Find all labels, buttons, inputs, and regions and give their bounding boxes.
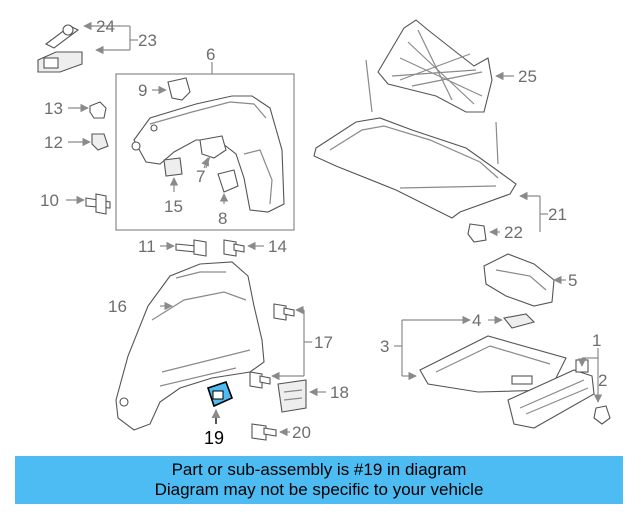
banner-line-1: Part or sub-assembly is #19 in diagram [171,460,467,479]
part-6-pillar-trim [131,95,285,213]
part-24-clip [44,24,80,49]
callout-21: 21 [548,205,567,224]
group-6-box [115,73,295,231]
part-17-bolt-upper [273,303,295,321]
callout-25: 25 [518,67,537,86]
callout-13: 13 [44,99,63,118]
callout-19: 19 [204,428,224,448]
callout-11: 11 [138,237,156,256]
callout-23: 23 [138,31,157,50]
part-20-bolt [251,423,277,441]
callout-10: 10 [40,191,59,210]
callout-16: 16 [108,297,127,316]
callout-18: 18 [330,383,349,402]
part-5-bracket [483,253,555,307]
callout-14: 14 [268,237,287,256]
part-23-bracket [37,51,83,73]
info-banner: Part or sub-assembly is #19 in diagram D… [15,456,623,504]
part-10-bolt [85,193,111,215]
callout-17: 17 [314,333,333,352]
parts-diagram: 24 23 13 12 10 6 9 7 15 [37,17,611,448]
callout-5: 5 [568,271,577,290]
banner-line-2: Diagram may not be specific to your vehi… [154,480,484,499]
part-19-highlighted[interactable] [206,380,234,408]
part-25-cargo-net [365,19,499,165]
callout-9: 9 [138,81,147,100]
callout-7: 7 [196,167,205,186]
callout-1: 1 [592,331,601,350]
callout-6: 6 [206,45,215,64]
callout-22: 22 [504,223,523,242]
callout-24: 24 [96,17,115,36]
part-12-clip [91,133,109,151]
part-4-pad [502,313,536,329]
part-9-clip [167,77,191,101]
part-15-clip [163,157,183,177]
part-8-clip [217,169,239,193]
part-2-clip [593,405,611,425]
part-11-bolt [175,239,207,257]
callout-15: 15 [164,197,183,216]
part-14-bolt [223,239,245,257]
part-16-quarter-trim [115,261,265,431]
callout-3: 3 [380,337,389,356]
callout-4: 4 [472,311,481,330]
part-17-bolt-lower [249,371,271,389]
callout-12: 12 [44,133,63,152]
part-22-clip [467,223,487,243]
callout-8: 8 [218,209,227,228]
part-7-clip [199,135,227,169]
callout-2: 2 [598,371,607,390]
part-13-nut [89,101,107,119]
part-21-tonneau-cover [313,117,517,219]
part-18-retainer [277,379,307,413]
callout-20: 20 [292,423,311,442]
